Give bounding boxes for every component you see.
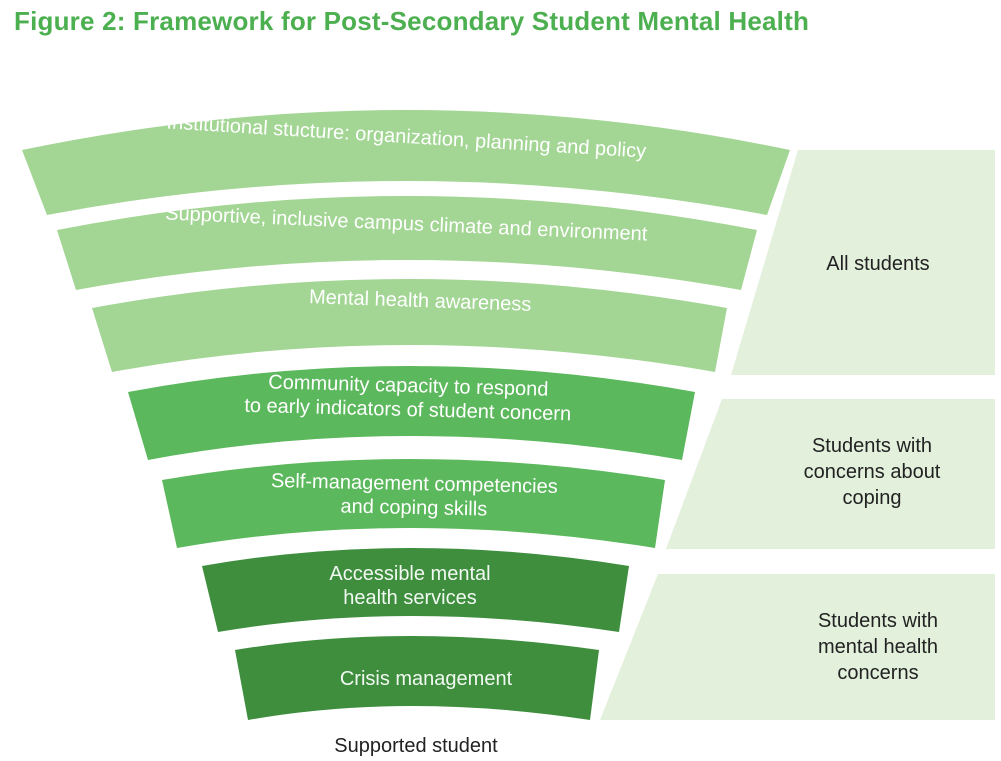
supported-student-label: Supported student: [334, 735, 498, 757]
panel-all-students-text: All students: [826, 253, 929, 275]
band-self-management: [162, 459, 665, 548]
band-crisis-management-text: Crisis management: [340, 668, 513, 690]
figure-title: Figure 2: Framework for Post-Secondary S…: [14, 6, 810, 36]
framework-bands: [22, 110, 790, 720]
band-mental-health-awareness: [92, 279, 727, 372]
band-community-capacity: [128, 366, 695, 460]
panel-concerns-about-coping: [666, 399, 995, 549]
band-self-management-text: Self-management competenciesand coping s…: [270, 470, 558, 522]
audience-panels: [600, 150, 995, 720]
band-supportive-climate: [57, 196, 757, 290]
panel-all-students: [731, 150, 995, 375]
band-institutional-structure: [22, 110, 790, 215]
band-accessible-services: [202, 548, 629, 632]
panel-mental-health-concerns: [600, 574, 995, 720]
band-crisis-management: [235, 636, 599, 720]
